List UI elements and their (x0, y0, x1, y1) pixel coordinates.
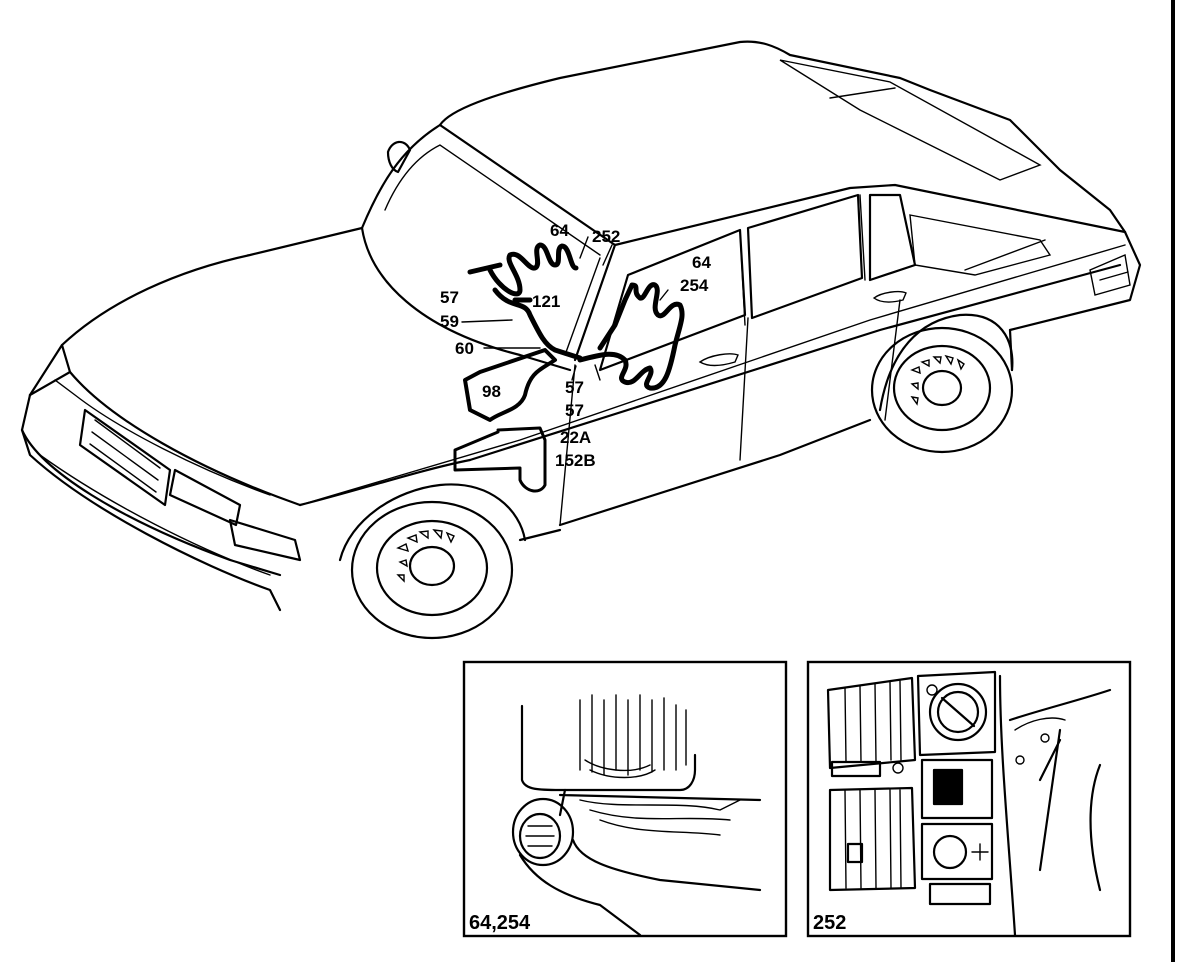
detail-panel-252: 252 (806, 660, 1132, 938)
callout-labels: 64 252 64 254 57 121 59 60 98 57 57 22A … (440, 221, 711, 470)
callout-22a: 22A (560, 428, 591, 447)
callout-121: 121 (532, 292, 560, 311)
callout-57-b: 57 (565, 401, 584, 420)
callout-57-left: 57 (440, 288, 459, 307)
callout-252-top: 252 (592, 227, 620, 246)
callout-64-right: 64 (692, 253, 711, 272)
detail-panel-label: 64,254 (469, 912, 531, 934)
callout-59: 59 (440, 312, 459, 331)
callout-152b: 152B (555, 451, 596, 470)
callout-64-top: 64 (550, 221, 569, 240)
callout-60: 60 (455, 339, 474, 358)
car-illustration (20, 40, 1142, 640)
detail-panel-label: 252 (813, 912, 846, 934)
callout-57-a: 57 (565, 378, 584, 397)
detail-panel-64-254: 64,254 (462, 660, 788, 938)
leader-lines (461, 236, 669, 381)
callout-254-right: 254 (680, 276, 709, 295)
wiring-harness (453, 242, 685, 493)
callout-98: 98 (482, 382, 501, 401)
